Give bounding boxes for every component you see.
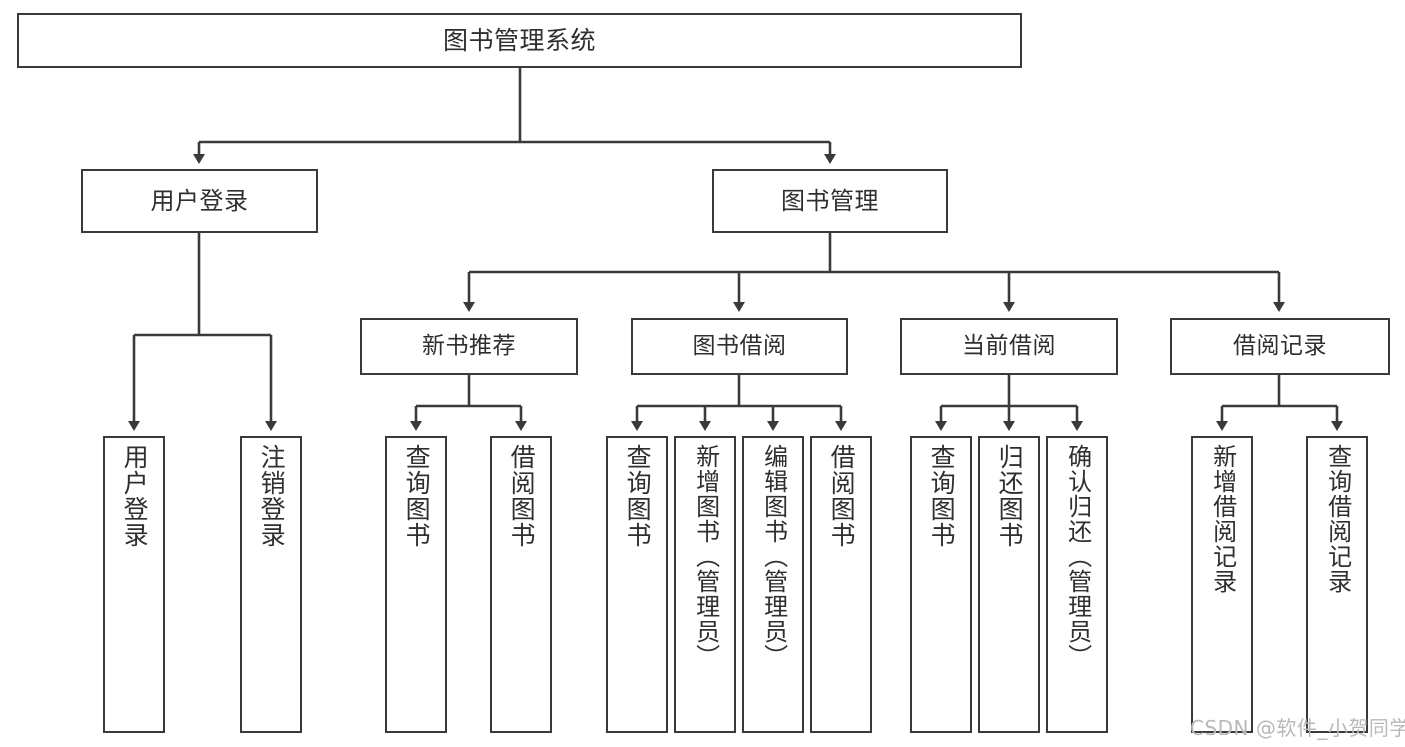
leaf-borrow-books-borrowing[interactable]: 借阅图书 xyxy=(810,436,872,733)
leaf-add-borrowing-record[interactable]: 新增借阅记录 xyxy=(1191,436,1253,733)
node-label: 用户登录 xyxy=(120,444,150,548)
leaf-query-books-current[interactable]: 查询图书 xyxy=(910,436,972,733)
node-label: 确认归还（管理员） xyxy=(1063,444,1092,669)
node-label: 借阅图书 xyxy=(827,444,857,548)
leaf-logout[interactable]: 注销登录 xyxy=(240,436,302,733)
node-label: 当前借阅 xyxy=(962,332,1056,359)
leaf-user-login[interactable]: 用户登录 xyxy=(103,436,165,733)
node-label: 图书借阅 xyxy=(692,332,787,359)
leaf-query-borrowing-record[interactable]: 查询借阅记录 xyxy=(1306,436,1368,733)
node-label: 借阅记录 xyxy=(1233,332,1327,359)
leaf-query-books-recommendation[interactable]: 查询图书 xyxy=(385,436,447,733)
node-book-borrowing[interactable]: 图书借阅 xyxy=(631,318,848,375)
node-label: 图书管理系统 xyxy=(442,25,596,55)
node-root-book-management-system[interactable]: 图书管理系统 xyxy=(17,13,1022,68)
leaf-query-books-borrowing[interactable]: 查询图书 xyxy=(606,436,668,733)
node-label: 新增图书（管理员） xyxy=(691,444,720,669)
node-label: 新增借阅记录 xyxy=(1208,444,1237,594)
node-label: 用户登录 xyxy=(150,186,249,215)
node-label: 查询图书 xyxy=(402,444,432,548)
node-label: 新书推荐 xyxy=(422,332,516,359)
node-current-borrowing[interactable]: 当前借阅 xyxy=(900,318,1118,375)
leaf-add-book-admin[interactable]: 新增图书（管理员） xyxy=(674,436,736,733)
node-label: 借阅图书 xyxy=(507,444,537,548)
node-new-book-recommendation[interactable]: 新书推荐 xyxy=(360,318,578,375)
node-label: 查询借阅记录 xyxy=(1323,444,1352,594)
node-label: 查询图书 xyxy=(623,444,653,548)
node-book-management[interactable]: 图书管理 xyxy=(712,169,948,233)
leaf-return-books[interactable]: 归还图书 xyxy=(978,436,1040,733)
node-label: 注销登录 xyxy=(257,444,287,548)
leaf-confirm-return-admin[interactable]: 确认归还（管理员） xyxy=(1046,436,1108,733)
leaf-borrow-books-recommendation[interactable]: 借阅图书 xyxy=(490,436,552,733)
node-borrowing-records[interactable]: 借阅记录 xyxy=(1170,318,1390,375)
node-label: 图书管理 xyxy=(781,186,879,215)
node-label: 编辑图书（管理员） xyxy=(759,444,788,669)
node-label: 查询图书 xyxy=(927,444,957,548)
leaf-edit-book-admin[interactable]: 编辑图书（管理员） xyxy=(742,436,804,733)
node-user-login[interactable]: 用户登录 xyxy=(81,169,318,233)
node-label: 归还图书 xyxy=(995,444,1025,548)
